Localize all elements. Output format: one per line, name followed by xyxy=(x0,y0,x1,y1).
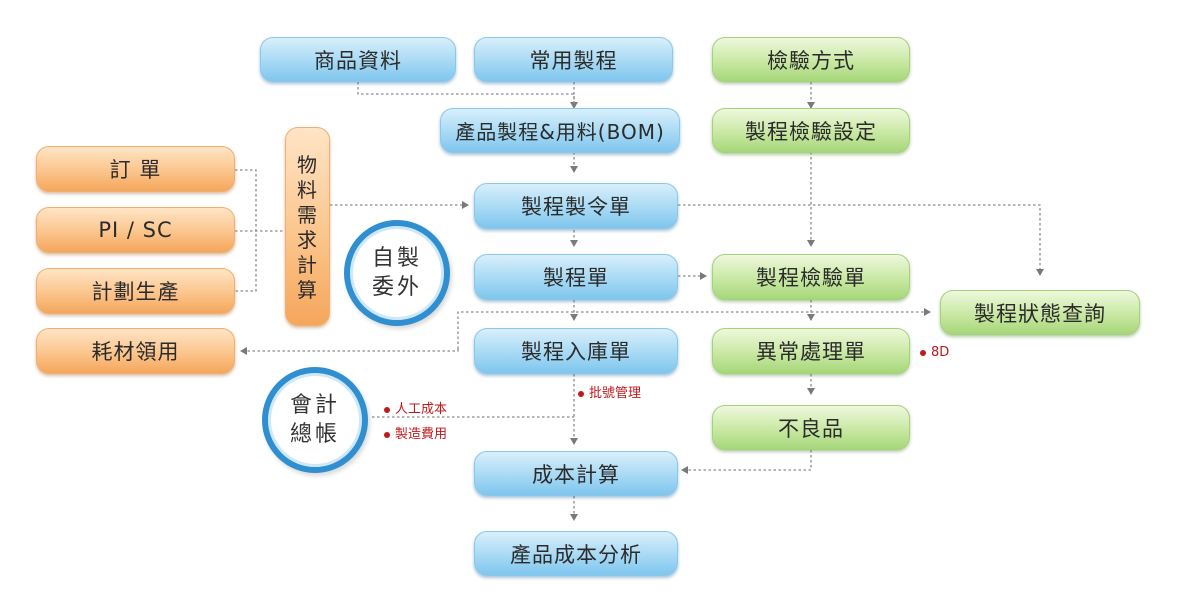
pi-sc-node[interactable]: PI / SC xyxy=(36,207,235,253)
process-inspection-sheet-node[interactable]: 製程檢驗單 xyxy=(712,254,910,300)
cost-calculation-node[interactable]: 成本計算 xyxy=(474,451,678,496)
order-node[interactable]: 訂 單 xyxy=(36,146,235,192)
bullet-icon xyxy=(578,390,584,397)
circle-line: 會計 xyxy=(289,393,340,418)
labor-cost-label: 人工成本 xyxy=(395,402,448,417)
accounting-circle: 會計 總帳 xyxy=(262,367,368,473)
production-plan-node[interactable]: 計劃生產 xyxy=(36,268,235,314)
circle-line: 總帳 xyxy=(289,422,340,447)
mrp-char: 計 xyxy=(297,252,318,277)
eight-d-note: 8D xyxy=(920,345,949,360)
process-sheet-node[interactable]: 製程單 xyxy=(474,254,678,300)
product-cost-analysis-node[interactable]: 產品成本分析 xyxy=(474,531,678,576)
mrp-char: 物 xyxy=(297,152,318,177)
bullet-icon xyxy=(384,406,390,413)
bom-node[interactable]: 產品製程&用料(BOM) xyxy=(440,108,680,153)
batch-management-note: 批號管理 xyxy=(578,382,641,401)
process-warehousing-node[interactable]: 製程入庫單 xyxy=(474,328,678,374)
bullet-icon xyxy=(384,431,390,438)
process-inspection-setting-node[interactable]: 製程檢驗設定 xyxy=(712,108,910,153)
mrp-char: 算 xyxy=(297,277,318,302)
circle-line: 委外 xyxy=(371,275,422,300)
defective-node[interactable]: 不良品 xyxy=(712,405,910,450)
mrp-char: 需 xyxy=(297,202,318,227)
exception-handling-node[interactable]: 異常處理單 xyxy=(712,328,910,374)
product-info-node[interactable]: 商品資料 xyxy=(260,37,456,82)
inspection-method-node[interactable]: 檢驗方式 xyxy=(712,37,910,82)
mrp-char: 求 xyxy=(297,227,318,252)
bullet-icon xyxy=(920,349,926,356)
labor-cost-note: 人工成本 xyxy=(384,398,447,417)
process-status-query-node[interactable]: 製程狀態查詢 xyxy=(940,290,1140,335)
mrp-node[interactable]: 物 料 需 求 計 算 xyxy=(285,127,330,326)
circle-line: 自製 xyxy=(371,246,422,271)
manufacturing-cost-note: 製造費用 xyxy=(384,423,447,442)
manufacturing-cost-label: 製造費用 xyxy=(395,427,448,442)
batch-management-label: 批號管理 xyxy=(589,386,642,401)
common-process-node[interactable]: 常用製程 xyxy=(474,37,673,82)
mrp-char: 料 xyxy=(297,177,318,202)
work-order-node[interactable]: 製程製令單 xyxy=(474,183,678,229)
self-outsource-circle: 自製 委外 xyxy=(344,220,450,326)
eight-d-label: 8D xyxy=(931,345,950,360)
material-requisition-node[interactable]: 耗材領用 xyxy=(36,328,235,374)
